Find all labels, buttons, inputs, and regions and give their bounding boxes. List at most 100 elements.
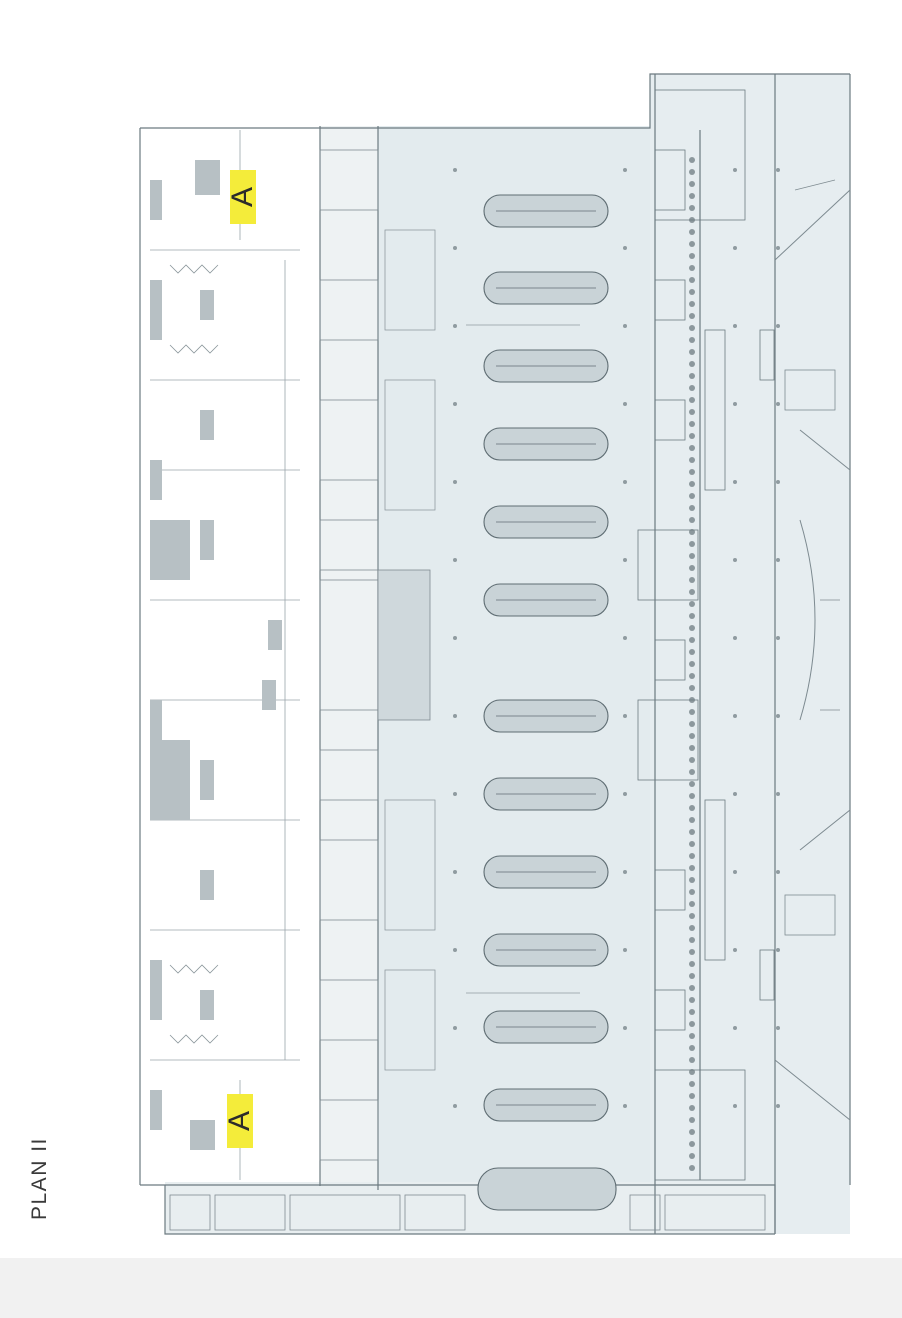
column	[689, 565, 695, 571]
column	[689, 577, 695, 583]
column	[689, 889, 695, 895]
pillar	[453, 402, 457, 406]
column	[689, 817, 695, 823]
pillar	[776, 402, 780, 406]
column	[689, 757, 695, 763]
pillar	[623, 1026, 627, 1030]
column	[689, 805, 695, 811]
column	[689, 841, 695, 847]
column	[689, 625, 695, 631]
pillar	[776, 1026, 780, 1030]
pillar	[623, 948, 627, 952]
pillar	[733, 714, 737, 718]
pillar	[623, 1104, 627, 1108]
column	[689, 181, 695, 187]
column	[689, 601, 695, 607]
check-in-islands	[477, 194, 617, 1211]
baggage-island	[477, 1167, 617, 1211]
pillar	[733, 168, 737, 172]
column	[689, 985, 695, 991]
pillar	[733, 324, 737, 328]
pillar	[623, 558, 627, 562]
column	[689, 169, 695, 175]
pillar	[733, 402, 737, 406]
pillar	[623, 246, 627, 250]
column	[689, 1009, 695, 1015]
section-marker-a-top: A	[225, 170, 259, 224]
pillar	[776, 948, 780, 952]
column	[689, 289, 695, 295]
column	[689, 745, 695, 751]
column	[689, 385, 695, 391]
pillar	[776, 324, 780, 328]
pillar	[453, 792, 457, 796]
pillar	[453, 870, 457, 874]
right-corridor-rooms	[637, 89, 775, 1181]
column	[689, 493, 695, 499]
pillar	[453, 636, 457, 640]
pillar	[623, 792, 627, 796]
column	[689, 649, 695, 655]
column	[689, 1045, 695, 1051]
pillar	[623, 324, 627, 328]
column	[689, 1153, 695, 1159]
column	[689, 781, 695, 787]
column	[689, 1093, 695, 1099]
column	[689, 1081, 695, 1087]
pillar	[623, 402, 627, 406]
column	[689, 349, 695, 355]
section-marker-label: A	[222, 1110, 256, 1132]
column	[689, 709, 695, 715]
pillar	[453, 1104, 457, 1108]
section-marker-label: A	[225, 186, 259, 208]
column	[689, 925, 695, 931]
column	[689, 409, 695, 415]
left-room-grid	[150, 130, 300, 1180]
column	[689, 997, 695, 1003]
column	[689, 541, 695, 547]
service-rooms	[319, 149, 431, 1161]
column	[689, 589, 695, 595]
column	[689, 913, 695, 919]
corridor-columns	[689, 157, 695, 1171]
plan-title: PLAN II	[28, 1137, 51, 1220]
column	[689, 301, 695, 307]
column	[689, 721, 695, 727]
column	[689, 433, 695, 439]
left-zigzag-fixtures	[169, 264, 219, 1044]
column	[689, 1105, 695, 1111]
pillar	[453, 480, 457, 484]
pillar	[733, 558, 737, 562]
column	[689, 325, 695, 331]
pillar	[453, 246, 457, 250]
outer-wing-area	[650, 74, 850, 1234]
pillar	[733, 948, 737, 952]
column	[689, 265, 695, 271]
footer-strip	[0, 1258, 902, 1318]
circulation-strip	[320, 126, 378, 1186]
column	[689, 397, 695, 403]
pillar	[623, 480, 627, 484]
column	[689, 1021, 695, 1027]
column	[689, 1033, 695, 1039]
pillar	[776, 714, 780, 718]
pillar	[733, 870, 737, 874]
pillar	[733, 246, 737, 250]
pillar	[733, 1026, 737, 1030]
column	[689, 637, 695, 643]
column	[689, 685, 695, 691]
column	[689, 613, 695, 619]
pillar	[623, 636, 627, 640]
column	[689, 361, 695, 367]
pillar	[776, 168, 780, 172]
column	[689, 445, 695, 451]
column	[689, 253, 695, 259]
column	[689, 769, 695, 775]
column	[689, 829, 695, 835]
pillar	[453, 168, 457, 172]
column	[689, 421, 695, 427]
column	[689, 1069, 695, 1075]
column	[689, 469, 695, 475]
pillar	[453, 1026, 457, 1030]
